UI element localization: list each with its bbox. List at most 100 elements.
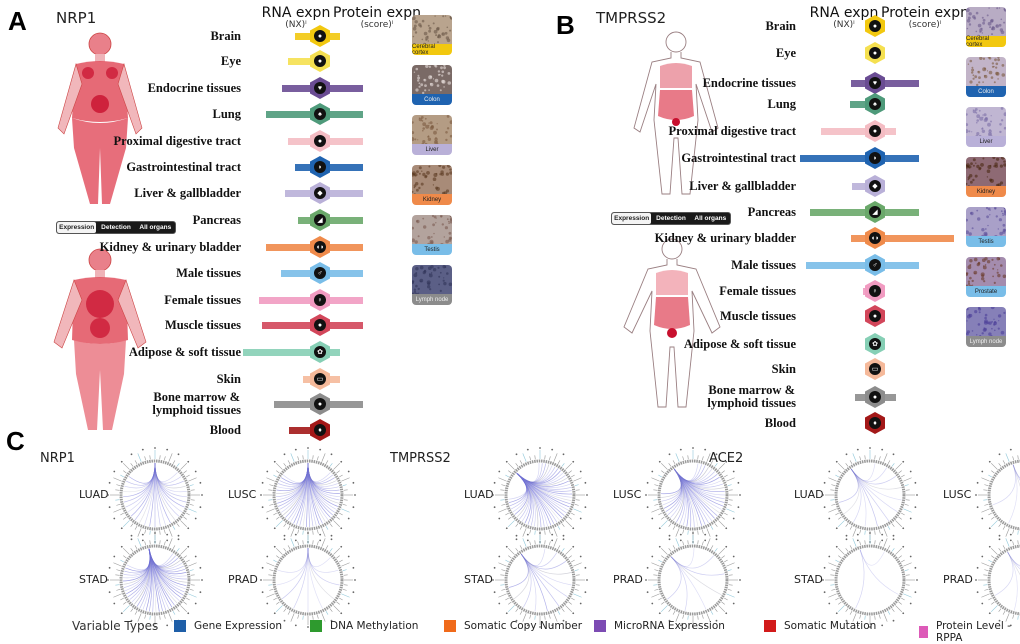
circos-tick	[874, 615, 876, 620]
circos-tick	[724, 559, 728, 563]
circos-tick	[522, 528, 527, 537]
circos-ring	[272, 544, 344, 616]
tissue-hexagon-badge[interactable]: ♀	[865, 280, 885, 302]
circos-marker	[881, 539, 884, 542]
rna-expression-bar	[800, 155, 875, 162]
ihc-thumbnail-liver[interactable]: Liver	[966, 107, 1006, 147]
ihc-thumbnail-cerebral-cortex[interactable]: Cerebral cortex	[412, 15, 452, 55]
tissue-hexagon-badge[interactable]: ●	[865, 15, 885, 37]
circos-tick	[544, 455, 546, 460]
circos-marker	[679, 533, 682, 536]
tissue-hexagon-badge[interactable]: ●	[865, 305, 885, 327]
circos-marker	[199, 591, 202, 594]
tissue-hexagon-badge[interactable]: ♦	[865, 412, 885, 434]
circos-tick	[290, 528, 295, 537]
circos-plot-nrp1-luad	[107, 447, 203, 543]
circos-tick	[990, 605, 998, 613]
ihc-thumbnail-colon[interactable]: Colon	[412, 65, 452, 105]
circos-tick	[186, 512, 190, 516]
circos-marker	[856, 448, 859, 451]
tissue-hexagon-badge[interactable]: ♂	[865, 254, 885, 276]
circos-tick	[706, 538, 711, 547]
tissue-hexagon-badge[interactable]: ●	[865, 42, 885, 64]
circos-tick	[714, 463, 718, 467]
tissue-hexagon-badge[interactable]: ●	[310, 130, 330, 152]
ihc-thumbnail-prostate[interactable]: Prostate	[966, 257, 1006, 297]
tissue-hexagon-badge[interactable]: ◢	[310, 209, 330, 231]
ihc-thumbnail-kidney[interactable]: Kidney	[966, 157, 1006, 197]
tissue-hexagon-badge[interactable]: ♥	[310, 77, 330, 99]
rna-expression-bar	[295, 33, 320, 40]
circos-tick	[660, 520, 668, 528]
circos-tick	[549, 541, 551, 546]
toggle-expression[interactable]: Expression	[57, 222, 97, 233]
tissue-hexagon-badge[interactable]: ●	[310, 314, 330, 336]
circos-marker	[579, 602, 582, 605]
circos-link	[850, 468, 897, 485]
toggle-all-organs[interactable]: All organs	[139, 224, 172, 231]
circos-tick	[190, 489, 195, 491]
ihc-thumbnail-lymph-node[interactable]: Lymph node	[412, 265, 452, 305]
liver-icon: ◆	[314, 187, 326, 199]
tissue-hexagon-badge[interactable]: ♀	[310, 289, 330, 311]
tissue-hexagon-badge[interactable]: ◗	[310, 156, 330, 178]
tissue-hexagon-badge[interactable]: ●	[865, 386, 885, 408]
ihc-thumbnail-liver[interactable]: Liver	[412, 115, 452, 155]
circos-marker	[725, 545, 728, 548]
tissue-label: Liver & gallbladder	[134, 186, 241, 200]
toggle-expression[interactable]: Expression	[612, 213, 652, 224]
circos-tick	[287, 526, 291, 530]
tissue-stain-image	[412, 65, 452, 95]
circos-ring	[504, 544, 576, 616]
circos-marker	[154, 447, 156, 449]
ihc-thumbnail-lymph-node[interactable]: Lymph node	[966, 307, 1006, 347]
ihc-thumbnail-testis[interactable]: Testis	[412, 215, 452, 255]
circos-tick	[137, 538, 142, 547]
tissue-hexagon-badge[interactable]: ♥	[865, 72, 885, 94]
tissue-hexagon-badge[interactable]: ▭	[865, 358, 885, 380]
tissue-hexagon-badge[interactable]: ◖◗	[865, 227, 885, 249]
tissue-hexagon-badge[interactable]: ◆	[865, 175, 885, 197]
tissue-hexagon-badge[interactable]: ✿	[310, 341, 330, 363]
ihc-thumbnail-colon[interactable]: Colon	[966, 57, 1006, 97]
bone-marrow-icon: ●	[869, 391, 881, 403]
tissue-hexagon-badge[interactable]: ✿	[865, 333, 885, 355]
tissue-hexagon-badge[interactable]: ●	[310, 50, 330, 72]
tissue-hexagon-badge[interactable]: ♦	[310, 419, 330, 441]
tissue-hexagon-badge[interactable]: ◢	[865, 201, 885, 223]
circos-tick	[675, 528, 680, 537]
circos-marker	[113, 517, 116, 520]
circos-marker	[120, 545, 123, 548]
circos-marker	[881, 448, 884, 451]
tissue-hexagon-badge[interactable]: ●	[310, 25, 330, 47]
tissue-hexagon-badge[interactable]: ●	[310, 393, 330, 415]
circos-tick	[697, 455, 699, 460]
circos-tick	[268, 574, 273, 576]
thumbnail-caption: Testis	[412, 244, 452, 255]
tissue-hexagon-badge[interactable]: ◖◗	[310, 236, 330, 258]
circos-tick	[991, 601, 995, 605]
tissue-hexagon-badge[interactable]: ♠	[865, 93, 885, 115]
toggle-detection[interactable]: Detection	[656, 215, 686, 222]
circos-marker	[998, 453, 1001, 456]
legend-swatch	[444, 620, 456, 632]
tissue-hexagon-badge[interactable]: ♂	[310, 262, 330, 284]
tissue-label: Gastrointestinal tract	[681, 151, 796, 165]
tissue-hexagon-badge[interactable]: ●	[865, 120, 885, 142]
circos-tick	[276, 470, 280, 474]
circos-tick	[835, 559, 839, 563]
toggle-all-organs[interactable]: All organs	[694, 215, 727, 222]
tissue-hexagon-badge[interactable]: ▭	[310, 368, 330, 390]
circos-tick	[660, 605, 668, 613]
circos-marker	[266, 517, 269, 520]
ihc-thumbnail-cerebral-cortex[interactable]: Cerebral cortex	[966, 7, 1006, 47]
toggle-detection[interactable]: Detection	[101, 224, 131, 231]
circos-marker	[352, 481, 355, 484]
tissue-hexagon-badge[interactable]: ♠	[310, 103, 330, 125]
tissue-hexagon-badge[interactable]: ◆	[310, 182, 330, 204]
protein-expression-bar	[875, 80, 919, 87]
ihc-thumbnail-kidney[interactable]: Kidney	[412, 165, 452, 205]
ihc-thumbnail-testis[interactable]: Testis	[966, 207, 1006, 247]
tissue-hexagon-badge[interactable]: ◗	[865, 147, 885, 169]
circos-tick	[658, 597, 662, 601]
